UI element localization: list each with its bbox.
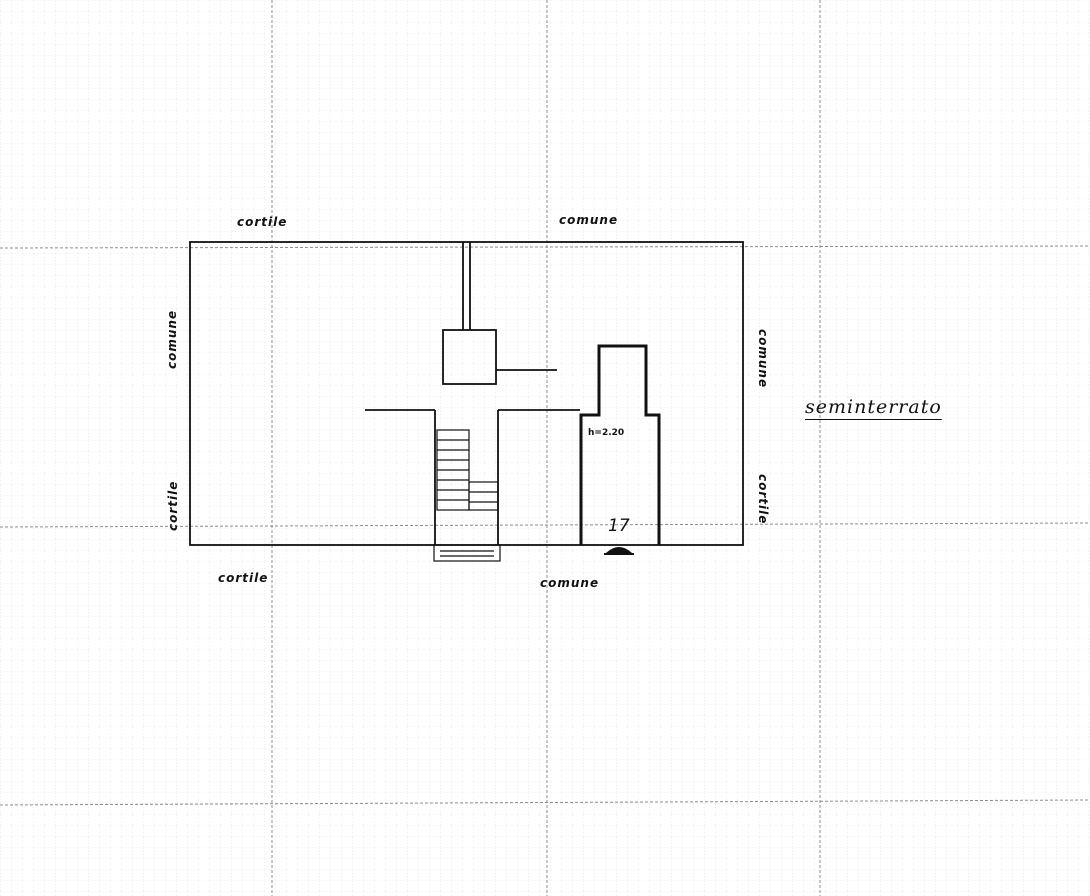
label-right-upper: comune [756, 329, 770, 389]
label-top-left: cortile [237, 215, 288, 229]
height-note: h=2.20 [588, 428, 625, 438]
label-bottom-left: cortile [218, 571, 269, 585]
unit-17-walls [579, 344, 661, 545]
unit-number: 17 [608, 516, 630, 536]
label-right-lower: cortile [756, 474, 770, 525]
label-left-lower: cortile [166, 480, 180, 531]
staircase [433, 429, 501, 562]
label-top-right: comune [559, 213, 619, 227]
small-square-room [442, 329, 497, 385]
floor-title: seminterrato [805, 396, 942, 418]
label-left-upper: comune [165, 309, 179, 369]
label-bottom-right: comune [540, 576, 600, 590]
entrance-marker-icon [606, 547, 632, 553]
